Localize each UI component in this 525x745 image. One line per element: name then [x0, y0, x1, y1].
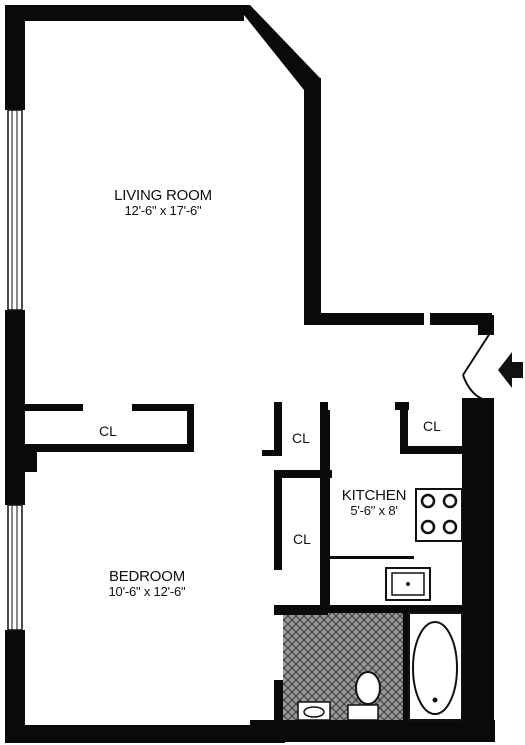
stove-icon [415, 488, 463, 542]
entry-arrow-icon [498, 352, 523, 388]
bedroom-label: BEDROOM 10'-6" x 12'-6" [82, 569, 212, 598]
bathtub-icon [408, 612, 463, 721]
kitchen-name: KITCHEN [341, 487, 407, 504]
kitchen-dimensions: 5'-6" x 8' [350, 502, 398, 518]
entry-closet-label: CL [423, 418, 441, 434]
kitchen-label: KITCHEN 5'-6" x 8' [334, 488, 414, 517]
door-swing-icon [462, 329, 493, 401]
toilet-icon [347, 671, 381, 721]
exterior-walls [5, 5, 495, 743]
bath-sink-icon [297, 701, 331, 721]
bedroom-dimensions: 10'-6" x 12'-6" [108, 583, 186, 599]
sink-icon [385, 567, 431, 601]
living-room-name: LIVING ROOM [114, 187, 212, 204]
interior-walls [25, 402, 468, 725]
living-closet-label: CL [99, 423, 117, 439]
living-room-label: LIVING ROOM 12'-6" x 17'-6" [98, 188, 228, 217]
window-icon [7, 109, 23, 631]
bedroom-name: BEDROOM [108, 568, 186, 585]
hall-closet-lower-label: CL [293, 531, 311, 547]
living-room-dimensions: 12'-6" x 17'-6" [124, 202, 202, 218]
hall-closet-upper-label: CL [292, 430, 310, 446]
